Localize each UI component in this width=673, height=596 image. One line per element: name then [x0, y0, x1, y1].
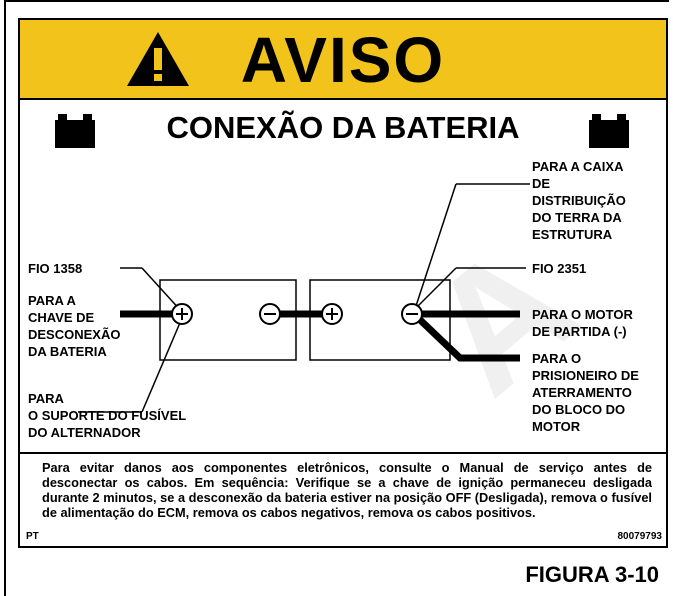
language-code: PT [26, 531, 39, 542]
leader-suporte [141, 317, 183, 413]
label-suporte: PARA O SUPORTE DO FUSÍVEL DO ALTERNADOR [28, 391, 187, 440]
warning-decal: AVISO CONEXÃO DA BATERIA A [18, 18, 668, 548]
battery-1 [159, 279, 297, 361]
leader-caixa [413, 183, 457, 313]
terminal-negative-2 [401, 303, 423, 325]
wiring-svg [78, 183, 530, 413]
warning-title: AVISO [240, 24, 446, 96]
terminal-positive-1 [171, 303, 193, 325]
notice-section: Para evitar danos aos componentes eletrô… [20, 452, 666, 548]
page-top-rule [4, 0, 669, 2]
warning-triangle-icon [127, 32, 189, 86]
label-chave: PARA A CHAVE DE DESCONEXÃO DA BATERIA [28, 293, 121, 359]
battery-icon-right [589, 114, 629, 148]
part-number: 80079793 [617, 531, 663, 542]
label-prisioneiro: PARA O PRISIONEIRO DE ATERRAMENTO DO BLO… [532, 351, 639, 434]
label-motor: PARA O MOTOR DE PARTIDA (-) [532, 307, 633, 339]
notice-text: Para evitar danos aos componentes eletrô… [42, 460, 652, 520]
page-left-rule [4, 0, 6, 596]
wiring-diagram: FIO 1358 PARA A CHAVE DE DESCONEXÃO DA B… [20, 154, 666, 458]
battery-icon-left [55, 114, 95, 148]
label-fio-2351: FIO 2351 [532, 261, 587, 276]
label-fio-1358: FIO 1358 [28, 261, 83, 276]
terminal-positive-2 [321, 303, 343, 325]
label-caixa: PARA A CAIXA DE DISTRIBUIÇÃO DO TERRA DA… [532, 159, 626, 242]
cable-prisioneiro [413, 313, 520, 362]
leader-fio-1358 [141, 267, 183, 313]
terminal-negative-1 [259, 303, 281, 325]
leader-fio-2351 [413, 267, 457, 311]
warning-banner: AVISO [20, 20, 666, 100]
figure-label: FIGURA 3-10 [525, 562, 659, 587]
subtitle: CONEXÃO DA BATERIA [166, 110, 520, 145]
battery-2 [309, 279, 451, 361]
